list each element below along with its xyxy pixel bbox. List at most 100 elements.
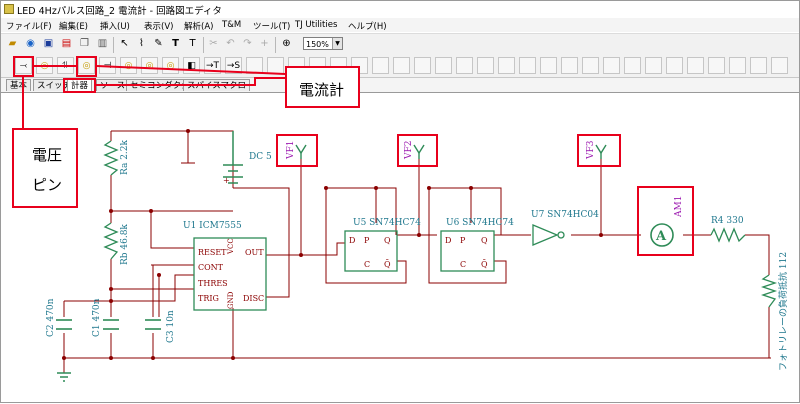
ground-symbols [57, 372, 71, 382]
ammeter-a-letter: A [655, 229, 667, 244]
c1-label: C1 470n [92, 298, 102, 337]
ammeter-callout-text: 電流計 [299, 81, 345, 99]
u1-chip[interactable] [193, 237, 267, 311]
u1-pin-gnd: GND [227, 291, 235, 309]
empty-slot[interactable] [750, 57, 767, 74]
u6-pin-c: C [460, 260, 466, 269]
empty-slot[interactable] [414, 57, 431, 74]
ra-label: Ra 2.2k [120, 139, 130, 175]
empty-slot[interactable] [519, 57, 536, 74]
menu-analysis[interactable]: 解析(A) [184, 22, 214, 32]
u6-pin-d: D [445, 236, 451, 245]
zoom-select[interactable]: 150%▼ [303, 37, 343, 50]
empty-slot[interactable] [708, 57, 725, 74]
toolbar-separator [275, 37, 276, 53]
u1-pin-reset: RESET [198, 248, 227, 257]
wire-tool-icon[interactable]: ⌇ [139, 38, 144, 49]
empty-slot[interactable] [540, 57, 557, 74]
vf3-label: VF3 [586, 140, 596, 160]
empty-slot[interactable] [456, 57, 473, 74]
meter-icon[interactable]: ◎ [120, 57, 137, 74]
menu-insert[interactable]: 挿入(U) [100, 22, 130, 32]
u1-pin-cont: CONT [198, 263, 224, 272]
save-icon[interactable]: ▣ [43, 38, 54, 49]
vf1-label: VF1 [286, 141, 296, 160]
junction-dots [62, 129, 603, 360]
empty-slot[interactable] [561, 57, 578, 74]
empty-slot[interactable] [666, 57, 683, 74]
photo-relay-label: フォトリレーの負荷抵抗 112 [777, 252, 789, 371]
u7-label: U7 SN74HC04 [531, 210, 599, 220]
component-toolbar: ⤙ ◎ ⥮ ◎ ⊣ ◎ ◎ ◎ ◧ →T →S [1, 56, 799, 78]
menu-tj-utilities[interactable]: TJ Utilities [295, 20, 338, 30]
menu-tm[interactable]: T&M [222, 20, 242, 30]
u5-flipflop[interactable] [344, 230, 398, 272]
u5-pin-d: D [349, 236, 355, 245]
print-icon[interactable]: ▤ [61, 38, 72, 49]
empty-slot[interactable] [687, 57, 704, 74]
empty-slot[interactable] [729, 57, 746, 74]
add-icon[interactable]: + [260, 38, 269, 49]
globe-icon[interactable]: ◉ [26, 38, 35, 49]
u1-pin-thres: THRES [198, 279, 228, 288]
u6-pin-p: P [460, 236, 466, 245]
empty-slot[interactable] [393, 57, 410, 74]
cut-icon[interactable]: ✂ [209, 38, 218, 49]
resistor-ra [103, 140, 119, 176]
empty-slot[interactable] [372, 57, 389, 74]
voltage-pin-callout-line2: ピン [32, 176, 63, 194]
empty-slot[interactable] [771, 57, 788, 74]
menu-help[interactable]: ヘルプ(H) [348, 22, 387, 32]
label-tool-icon[interactable]: T [189, 38, 196, 49]
resistor-r4 [710, 227, 746, 243]
paste-icon[interactable]: ▥ [97, 38, 108, 49]
inverter-bubble [557, 231, 565, 239]
empty-slot[interactable] [498, 57, 515, 74]
voltage-pin-callout-line1: 電圧 [32, 146, 63, 164]
empty-slot[interactable] [624, 57, 641, 74]
text-tool-icon[interactable]: T [172, 38, 179, 49]
battery-dc5 [223, 131, 243, 184]
u7-inverter[interactable] [532, 224, 559, 246]
vf2-label: VF2 [404, 141, 414, 160]
u5-pin-q: Q [384, 236, 391, 245]
undo-icon[interactable]: ↶ [226, 38, 235, 49]
empty-slot[interactable] [582, 57, 599, 74]
c3-label: C3 10n [166, 310, 176, 343]
tab-basic[interactable]: 基本 [6, 79, 32, 91]
u5-pin-p: P [364, 236, 370, 245]
terminal-s-icon[interactable]: →S [225, 57, 242, 74]
meter2-icon[interactable]: ◎ [141, 57, 158, 74]
menu-tools[interactable]: ツール(T) [253, 22, 291, 32]
empty-slot[interactable] [435, 57, 452, 74]
schematic-canvas[interactable]: DC 5 + U1 ICM7555 RESET CONT THRES TRIG … [1, 93, 799, 401]
r4-label: R4 330 [711, 216, 744, 226]
select-arrow-icon[interactable]: ↖ [120, 38, 129, 49]
ammeter-callout: 電流計 [285, 66, 360, 108]
toolbar-separator [203, 37, 204, 53]
resistor-photo-load [760, 274, 778, 308]
u1-pin-vcc: VCC [227, 238, 235, 255]
schematic-diagram: DC 5 + U1 ICM7555 RESET CONT THRES TRIG … [46, 129, 789, 382]
resistor-rb [103, 222, 119, 260]
voltage-pin-icon[interactable]: ⤙ [15, 57, 32, 74]
copy-icon[interactable]: ❐ [80, 38, 89, 49]
ammeter-symbol[interactable] [650, 223, 674, 247]
menu-bar: ファイル(F) 編集(E) 挿入(U) 表示(V) 解析(A) T&M ツール(… [1, 18, 799, 32]
menu-view[interactable]: 表示(V) [144, 22, 174, 32]
menu-edit[interactable]: 編集(E) [59, 22, 89, 32]
menu-file[interactable]: ファイル(F) [6, 22, 52, 32]
chevron-down-icon[interactable]: ▼ [332, 38, 342, 49]
empty-slot[interactable] [645, 57, 662, 74]
u6-flipflop[interactable] [440, 230, 495, 272]
pencil-icon[interactable]: ✎ [154, 38, 163, 49]
empty-slot[interactable] [603, 57, 620, 74]
toolbar-separator [113, 37, 114, 53]
zoom-icon[interactable]: ⊕ [282, 38, 291, 49]
empty-slot[interactable] [477, 57, 494, 74]
app-icon [4, 4, 14, 14]
open-folder-icon[interactable]: ▰ [8, 38, 17, 49]
u6-pin-q: Q [481, 236, 488, 245]
redo-icon[interactable]: ↷ [243, 38, 252, 49]
